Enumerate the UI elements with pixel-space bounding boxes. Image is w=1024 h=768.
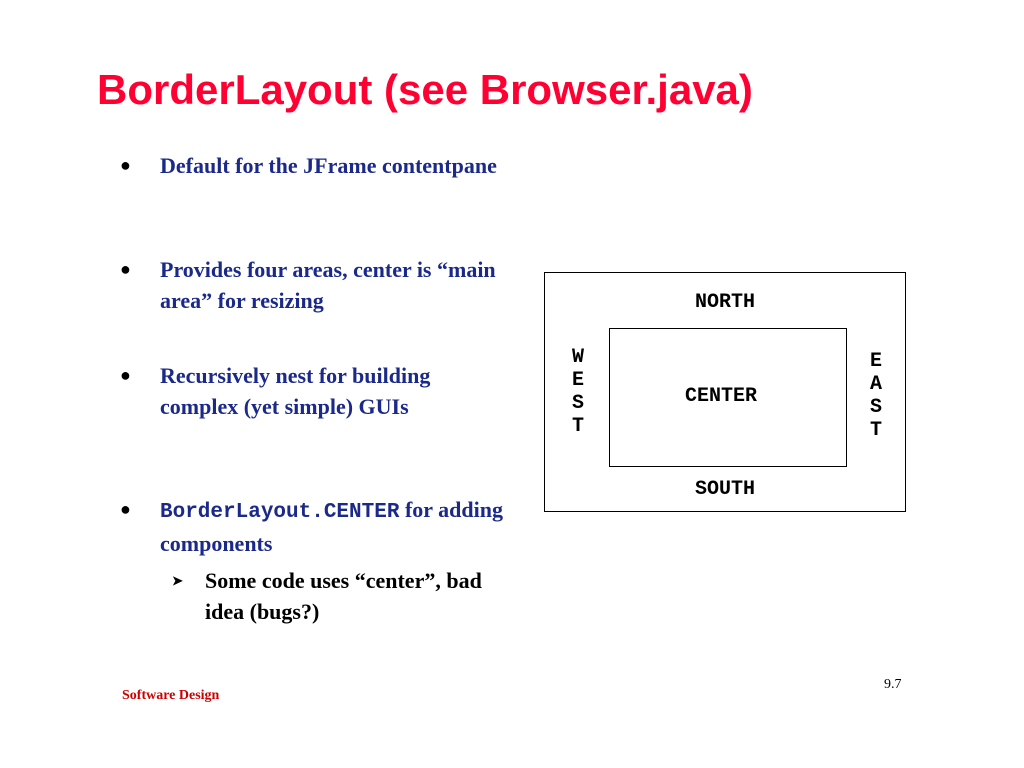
bullet-dot-icon: ●: [120, 259, 131, 279]
bullet-code: BorderLayout.CENTER: [160, 501, 400, 524]
bullet-text: Default for the JFrame contentpane: [160, 153, 497, 178]
north-label: NORTH: [695, 291, 756, 314]
border-layout-diagram: NORTH WEST CENTER EAST SOUTH: [544, 272, 906, 512]
bullet-dot-icon: ●: [120, 155, 131, 175]
sub-bullet-text: Some code uses “center”, bad idea (bugs?…: [205, 568, 482, 624]
bullet-text: Provides four areas, center is “main are…: [160, 257, 496, 313]
footer-page-number: 9.7: [884, 677, 902, 692]
bullet-text: Recursively nest for building complex (y…: [160, 363, 431, 419]
bullet-code-suffix: for adding components: [160, 497, 503, 556]
bullet-dot-icon: ●: [120, 365, 131, 385]
west-label: WEST: [571, 346, 584, 438]
center-region: CENTER: [609, 328, 847, 467]
bullet-text-with-code: BorderLayout.CENTER for adding component…: [160, 494, 510, 559]
footer-course-name: Software Design: [122, 688, 220, 703]
slide-title: BorderLayout (see Browser.java): [97, 66, 753, 113]
south-label: SOUTH: [695, 478, 756, 501]
bullet-dot-icon: ●: [120, 499, 131, 519]
east-label: EAST: [869, 350, 882, 442]
bullet-list: ● Default for the JFrame contentpane ● P…: [0, 0, 540, 640]
center-label: CENTER: [685, 385, 758, 408]
right-arrow-icon: ➤: [172, 573, 183, 588]
